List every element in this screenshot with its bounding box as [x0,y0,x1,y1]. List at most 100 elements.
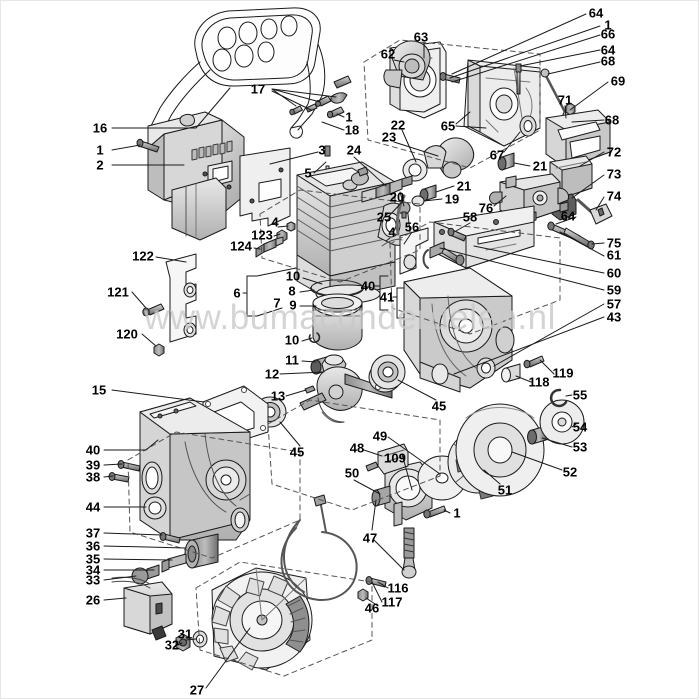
part-27-flywheel [211,567,313,671]
callout-61: 61 [606,247,622,263]
part-40-crankcase [139,397,251,541]
part-71-airbox-base [545,109,611,169]
part-31-washer [192,630,208,648]
callout-12: 12 [264,366,280,382]
callout-26: 26 [85,592,101,608]
callout-7: 7 [273,295,281,311]
callout-52: 52 [562,464,578,480]
callout-116: 116 [387,580,409,596]
callout-2: 2 [96,157,104,173]
callout-120: 120 [116,326,138,342]
callout-16: 16 [92,120,108,136]
callout-37: 37 [85,525,101,541]
callout-68: 68 [600,53,616,69]
part-52-clutch-drum [455,403,545,497]
part-oil-hose [280,494,358,601]
callout-38: 38 [85,469,101,485]
part-62-intake-boot [383,40,431,89]
callout-59: 59 [606,282,622,298]
callout-9: 9 [289,297,297,313]
callout-40: 40 [85,442,101,458]
callout-21: 21 [456,178,472,194]
callout-6: 6 [233,285,241,301]
callout-76: 76 [478,200,494,216]
callout-55: 55 [572,387,588,403]
part-50-pin [365,461,379,472]
callout-63: 63 [413,29,429,45]
callout-24: 24 [346,142,362,158]
part-67-bushing [519,115,537,137]
part-119-screw [523,355,545,369]
callout-121: 121 [107,284,129,300]
callout-13: 13 [270,388,286,404]
callout-15: 15 [91,382,107,398]
callout-64: 64 [600,42,616,58]
part-hand-guard [147,7,326,140]
callout-49: 49 [372,428,388,444]
part-13-key [304,385,316,394]
callout-124: 124 [230,238,252,254]
callout-21: 21 [532,158,548,174]
callout-11: 11 [285,352,299,368]
callout-72: 72 [606,144,622,160]
callout-5: 5 [304,165,312,181]
callout-19: 19 [444,191,460,207]
part-23-intake-elbow [423,137,475,179]
part-35-oil-filter-hose [161,553,187,573]
part-26-ignition-coil [111,576,173,641]
part-55-circlip [549,388,568,408]
part-24-cylinder [296,161,411,304]
callout-4: 4 [271,214,279,230]
part-21-grommets [419,152,515,202]
callout-60: 60 [606,265,622,281]
callout-48: 48 [349,440,365,456]
part-44-oil-seal [143,496,167,520]
callout-23: 23 [381,129,397,145]
part-121-screw [142,303,165,317]
part-118-bushing [501,363,521,383]
callout-51: 51 [497,482,513,498]
callout-20: 20 [389,189,405,205]
part-45-bearing-right [370,354,406,390]
callout-122: 122 [132,248,154,264]
part-36-oil-pump [184,533,219,569]
callout-46: 46 [364,600,380,616]
callout-68: 68 [604,112,620,128]
callout-47: 47 [362,530,378,546]
callout-34: 34 [85,562,101,578]
part-124-fitting [255,236,284,258]
callout-8: 8 [288,283,296,299]
part-throttle-spring-link [422,241,465,269]
callout-56: 56 [404,219,420,235]
part-122-bracket [165,253,197,343]
part-22-washer [402,158,428,182]
part-39-38-screws [108,460,141,483]
callout-109: 109 [384,450,406,466]
callout-18: 18 [344,122,360,138]
callout-1: 1 [96,142,104,158]
part-120-nut [153,343,165,357]
part-58-throttle-rod [447,227,467,242]
callout-54: 54 [572,419,588,435]
callout-35: 35 [85,551,101,567]
callout-57: 57 [606,296,622,312]
callout-36: 36 [85,538,101,554]
part-1-screw-top [326,106,345,119]
callout-118: 118 [528,374,550,390]
callout-10: 10 [285,268,301,284]
callout-10: 10 [284,332,300,348]
callout-64: 64 [588,5,604,21]
callout-1: 1 [345,109,353,125]
callout-53: 53 [572,439,588,455]
callout-66: 66 [600,26,616,42]
callout-71: 71 [557,92,573,108]
bracket-40-41 [379,275,405,319]
callout-41: 41 [379,289,395,305]
callout-39: 39 [85,457,101,473]
part-1-clutch-screw [423,505,447,519]
callout-32: 32 [164,637,180,653]
part-47-spring-plunger [401,527,417,579]
part-25-fuel-hose [395,194,406,236]
